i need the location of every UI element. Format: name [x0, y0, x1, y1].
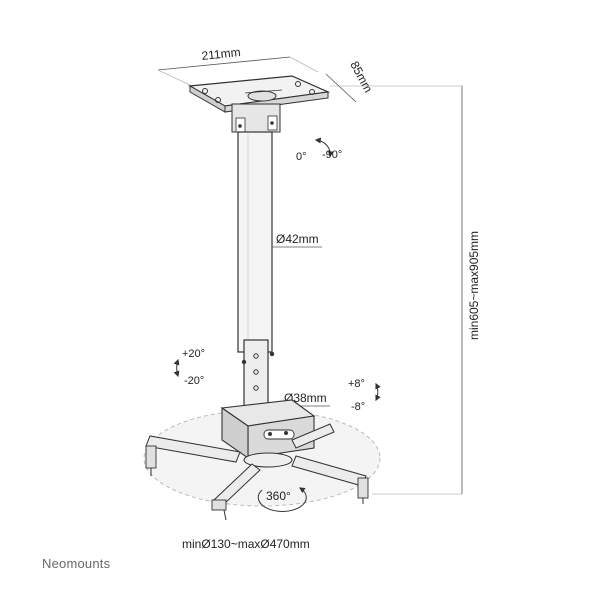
swivel-down-label: -8°: [351, 401, 365, 413]
tube-bolt: [269, 351, 275, 357]
plate-depth-dimension: 85mm: [325, 59, 375, 103]
rotation-full-label: 360°: [266, 489, 291, 503]
height-range-label: min605~max905mm: [467, 231, 481, 340]
height-dimension: min605~max905mm: [330, 85, 481, 495]
swivel-indicator: +8° -8°: [348, 378, 381, 413]
plate-hole: [215, 97, 221, 103]
arm-back: [291, 423, 335, 449]
plate-width-dimension: 211mm: [157, 45, 319, 87]
arm-span-label: minØ130~maxØ470mm: [182, 537, 310, 551]
plate-depth-label: 85mm: [347, 59, 375, 95]
tilt-indicator: +20° -20°: [173, 348, 205, 387]
upper-tube: [237, 131, 273, 353]
top-tilt-max-label: -90°: [322, 149, 342, 161]
plate-hole: [202, 88, 208, 94]
plate-width-label: 211mm: [201, 45, 241, 63]
plate-hole: [309, 89, 315, 95]
mounting-arms: [145, 423, 369, 521]
upper-tube-diameter-dimension: Ø42mm: [272, 232, 322, 248]
tilt-down-label: -20°: [184, 375, 204, 387]
brand-logo: Neomounts: [42, 556, 111, 571]
top-tilt-zero-label: 0°: [296, 151, 307, 163]
tube-hole: [253, 353, 259, 359]
rotation-indicator: 360°: [257, 487, 307, 512]
tube-bolt: [241, 359, 247, 365]
tube-hole: [253, 369, 259, 375]
swivel-up-label: +8°: [348, 378, 365, 390]
plate-hole: [295, 81, 301, 87]
lower-tube: [241, 339, 275, 409]
top-tilt-indicator: 0° -90°: [296, 137, 342, 163]
tilt-up-label: +20°: [182, 348, 205, 360]
tube-hole: [253, 385, 259, 391]
upper-tube-diameter-label: Ø42mm: [276, 232, 319, 246]
top-hinge-bracket: [231, 103, 281, 133]
